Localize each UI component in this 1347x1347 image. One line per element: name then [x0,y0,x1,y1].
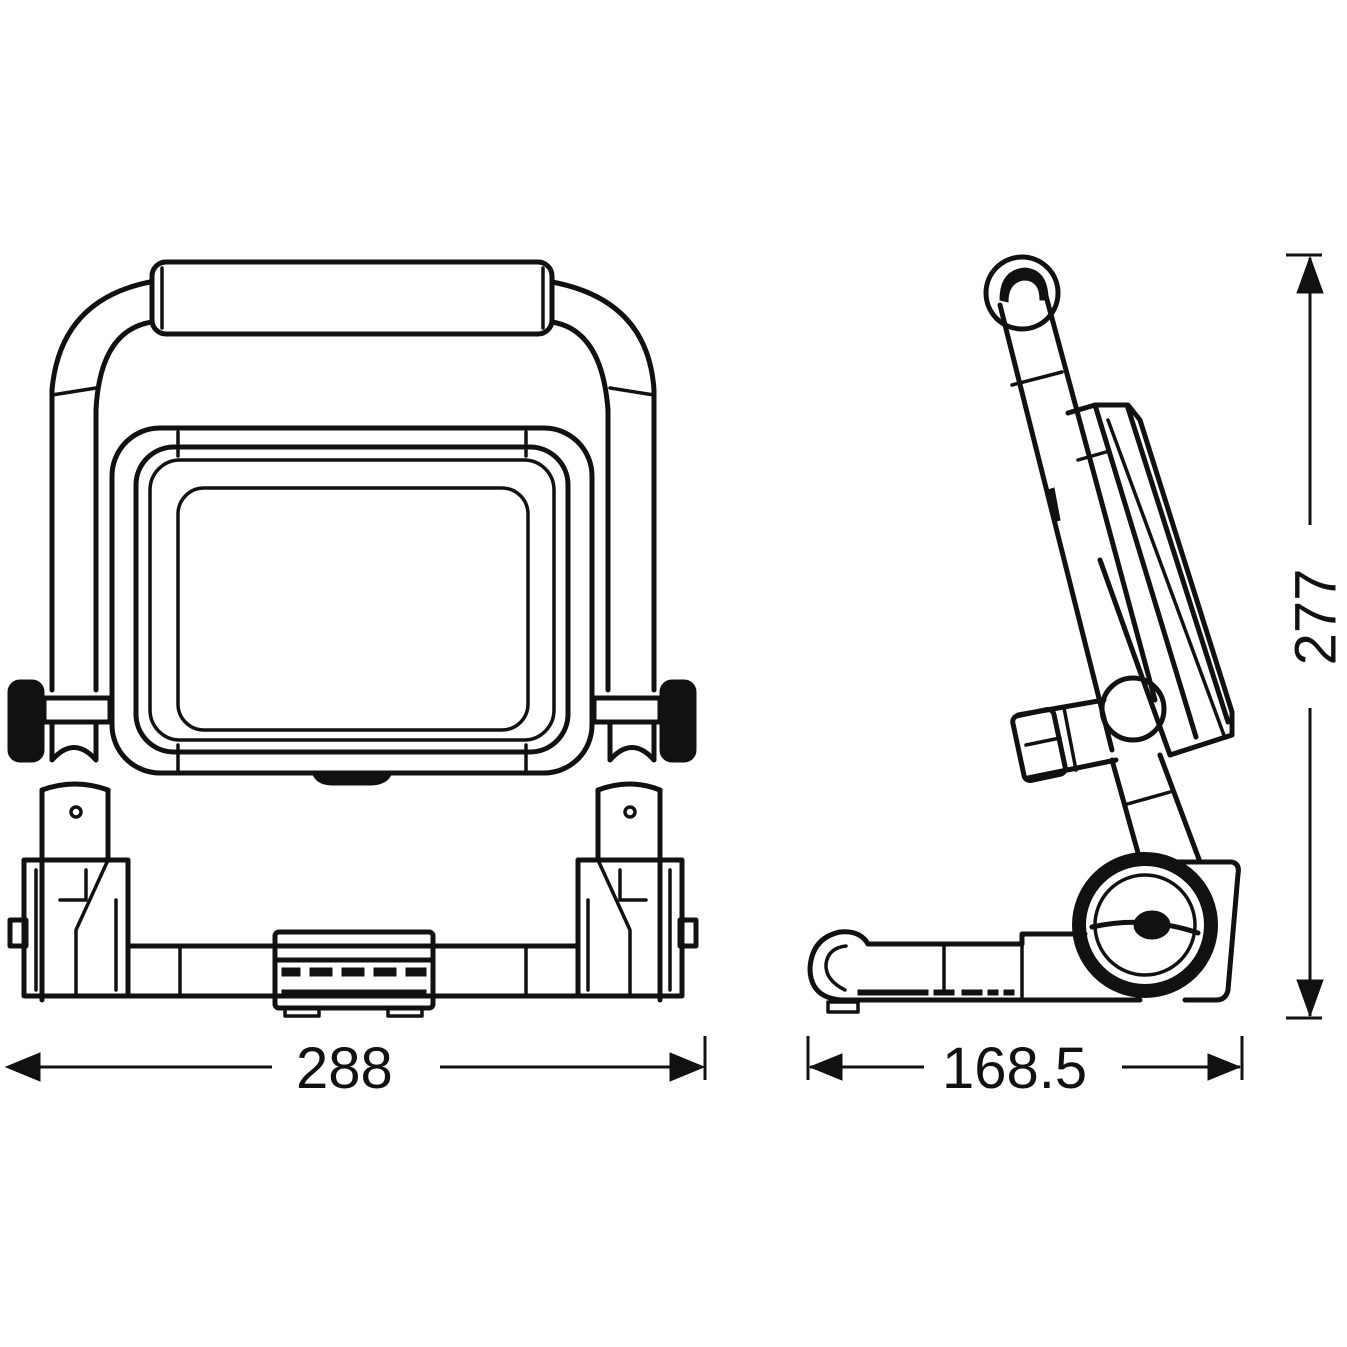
arrow-down-icon [1296,979,1324,1018]
lower-arm [1109,752,1203,865]
arrow-right-icon [669,1052,706,1082]
left-leg [7,719,131,1003]
base-pivot [1072,852,1241,1003]
led-panel [176,486,530,732]
dimension-width [4,1036,707,1082]
dimension-height-label: 277 [1283,562,1347,672]
arrow-left-icon [808,1053,843,1081]
handle-bar [149,259,555,337]
front-view [7,259,699,1018]
right-knob [591,679,697,763]
hinge-knob [1010,675,1167,784]
right-leg [575,719,699,1003]
arrow-left-icon [4,1052,41,1082]
u-frame [49,279,657,693]
side-view [807,254,1241,1014]
dimension-width-label: 288 [288,1040,401,1098]
switch-icon [311,771,393,786]
arrow-right-icon [1207,1053,1242,1081]
lamp-housing [109,425,595,786]
folding-foot [807,929,1143,1014]
lamp-side [1065,402,1235,758]
left-knob [7,679,113,763]
dimension-depth [806,1036,1244,1081]
handle-loop [983,254,1061,332]
arm [997,293,1158,753]
dimension-depth-label: 168.5 [934,1040,1096,1098]
base-crossbar [125,929,581,1018]
arrow-up-icon [1296,255,1324,294]
dimension-height [1286,253,1324,1020]
